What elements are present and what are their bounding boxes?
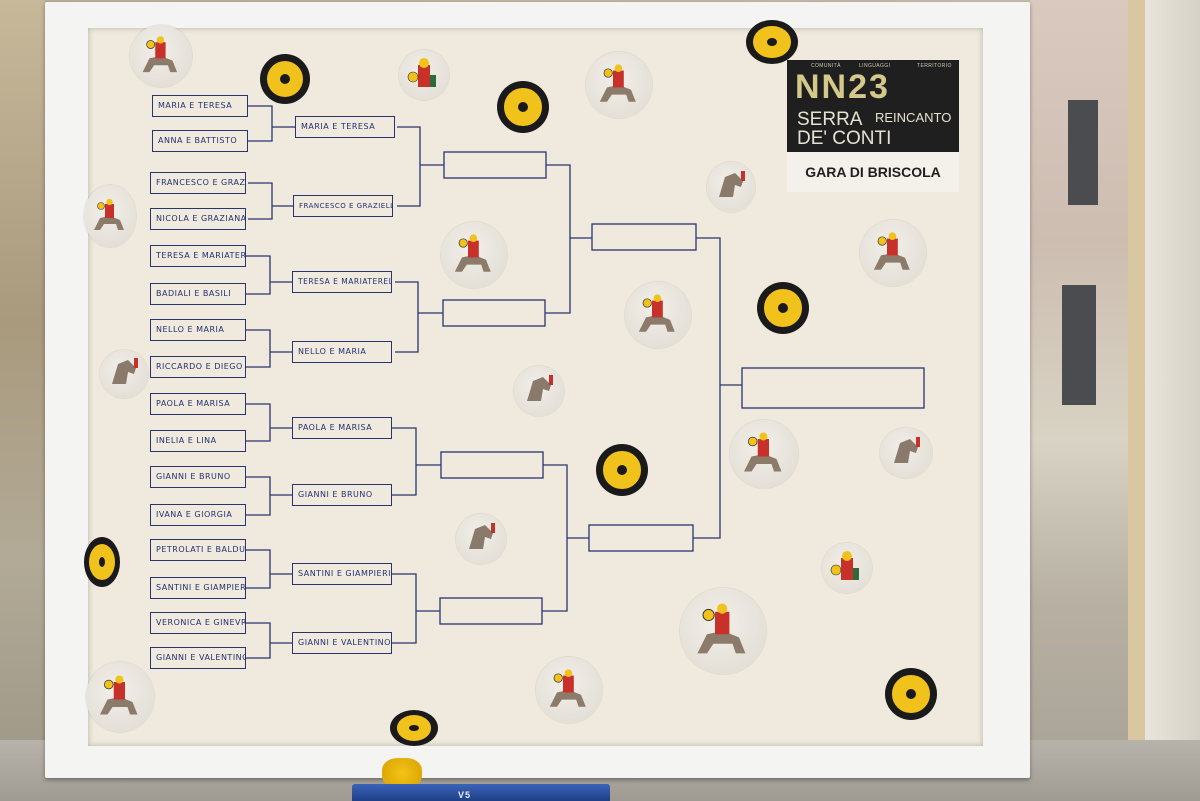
bracket-connector xyxy=(246,476,271,516)
bracket-slot-r1: MARIA E TERESA xyxy=(152,95,248,117)
background-wall xyxy=(1145,0,1200,801)
bracket-slot-r2: TERESA E MARIATERELA xyxy=(292,271,392,293)
bracket-connector xyxy=(246,329,271,368)
bracket-connector xyxy=(246,255,271,295)
bracket-connector xyxy=(542,464,568,612)
bracket-connector xyxy=(246,622,271,659)
sun-coin-sticker xyxy=(757,282,809,334)
logo-small-text: LINGUAGGI xyxy=(859,63,891,69)
bracket-connector xyxy=(693,237,721,539)
bracket-slot-r2: PAOLA E MARISA xyxy=(292,417,392,439)
bracket-slot-r1: FRANCESCO E GRAZIELLA xyxy=(150,172,246,194)
bracket-connector xyxy=(246,403,271,442)
bracket-slot-r3 xyxy=(439,597,543,625)
bracket-connector xyxy=(397,126,421,207)
bracket-slot-r4 xyxy=(591,223,697,251)
bracket-slot-r1: IVANA E GIORGIA xyxy=(150,504,246,526)
sun-coin-sticker xyxy=(260,54,310,104)
bracket-connector xyxy=(545,164,571,314)
knight-card-sticker xyxy=(586,52,652,118)
knight-card-sticker xyxy=(441,222,507,288)
bracket-slot-r2: NELLO E MARIA xyxy=(292,341,392,363)
sun-coin-sticker xyxy=(497,81,549,133)
bracket-slot-r2: GIANNI E VALENTINO xyxy=(292,632,392,654)
background-pillar xyxy=(1128,0,1148,801)
sun-coin-sticker xyxy=(390,710,438,746)
logo-small-text: TERRITORIO xyxy=(917,63,952,69)
bracket-connector xyxy=(248,182,273,220)
bracket-slot-r2: SANTINI E GIAMPIERI xyxy=(292,563,392,585)
bracket-slot-r1: BADIALI E BASILI xyxy=(150,283,246,305)
bracket-connector xyxy=(248,105,273,142)
bracket-slot-r1: PAOLA E MARISA xyxy=(150,393,246,415)
bracket-slot-r3 xyxy=(440,451,544,479)
knight-card-sticker xyxy=(680,588,766,674)
logo-line: SERRA xyxy=(797,109,863,130)
building-window xyxy=(1062,285,1096,405)
building-window xyxy=(1068,100,1098,205)
knight-card-sticker xyxy=(84,185,136,247)
event-title: GARA DI BRISCOLA xyxy=(787,152,959,192)
sun-coin-sticker xyxy=(746,20,798,64)
bracket-connector xyxy=(392,427,417,496)
logo-number: NN23 xyxy=(795,68,890,106)
sun-coin-sticker xyxy=(885,668,937,720)
knight-card-sticker xyxy=(86,662,154,732)
bracket-slot-r2: GIANNI E BRUNO xyxy=(292,484,392,506)
bracket-slot-r1: GIANNI E BRUNO xyxy=(150,466,246,488)
logo-small-text: COMUNITÀ xyxy=(811,63,841,69)
bracket-connector xyxy=(395,281,419,353)
bracket-slot-r1: GIANNI E VALENTINO xyxy=(150,647,246,669)
bracket-slot-r1: ANNA E BATTISTO xyxy=(152,130,248,152)
knight-card-sticker xyxy=(860,220,926,286)
bracket-slot-r2: FRANCESCO E GRAZIELLA xyxy=(293,195,393,217)
bracket-slot-r1: NELLO E MARIA xyxy=(150,319,246,341)
bracket-slot-r1: SANTINI E GIAMPIERI xyxy=(150,577,246,599)
bracket-connector xyxy=(392,573,417,644)
knight-card-sticker xyxy=(625,282,691,348)
bracket-final-slot xyxy=(741,367,925,409)
bracket-slot-r1: NICOLA E GRAZIANA xyxy=(150,208,246,230)
knight-card-sticker xyxy=(536,657,602,723)
bracket-slot-r2: MARIA E TERESA xyxy=(295,116,395,138)
king-card-sticker xyxy=(822,543,872,593)
bracket-slot-r1: PETROLATI E BALDUCCI xyxy=(150,539,246,561)
sun-coin-sticker xyxy=(84,537,120,587)
marker-label: V5 xyxy=(458,790,472,800)
bracket-slot-r3 xyxy=(443,151,547,179)
logo-line: REINCANTO xyxy=(875,110,952,125)
horse-head-sticker xyxy=(880,428,932,478)
horse-head-sticker xyxy=(456,514,506,564)
knight-card-sticker xyxy=(730,420,798,488)
bracket-slot-r1: INELIA E LINA xyxy=(150,430,246,452)
background-left xyxy=(0,0,45,801)
marker-pen xyxy=(352,784,610,801)
bracket-slot-r3 xyxy=(442,299,546,327)
bracket-slot-r1: VERONICA E GINEVRA xyxy=(150,612,246,634)
event-logo: COMUNITÀ LINGUAGGI TERRITORIO NN23 SERRA… xyxy=(787,60,959,192)
king-card-sticker xyxy=(399,50,449,100)
horse-head-sticker xyxy=(514,366,564,416)
horse-head-sticker xyxy=(707,162,755,212)
horse-head-sticker xyxy=(100,350,148,398)
logo-header: COMUNITÀ LINGUAGGI TERRITORIO NN23 SERRA… xyxy=(787,60,959,152)
bracket-slot-r4 xyxy=(588,524,694,552)
bracket-connector xyxy=(246,549,271,589)
sun-coin-sticker xyxy=(596,444,648,496)
yellow-string xyxy=(382,758,422,788)
bracket-slot-r1: TERESA E MARIATERESA xyxy=(150,245,246,267)
logo-line: DE' CONTI xyxy=(797,128,892,149)
bracket-slot-r1: RICCARDO E DIEGO xyxy=(150,356,246,378)
knight-card-sticker xyxy=(130,25,192,87)
